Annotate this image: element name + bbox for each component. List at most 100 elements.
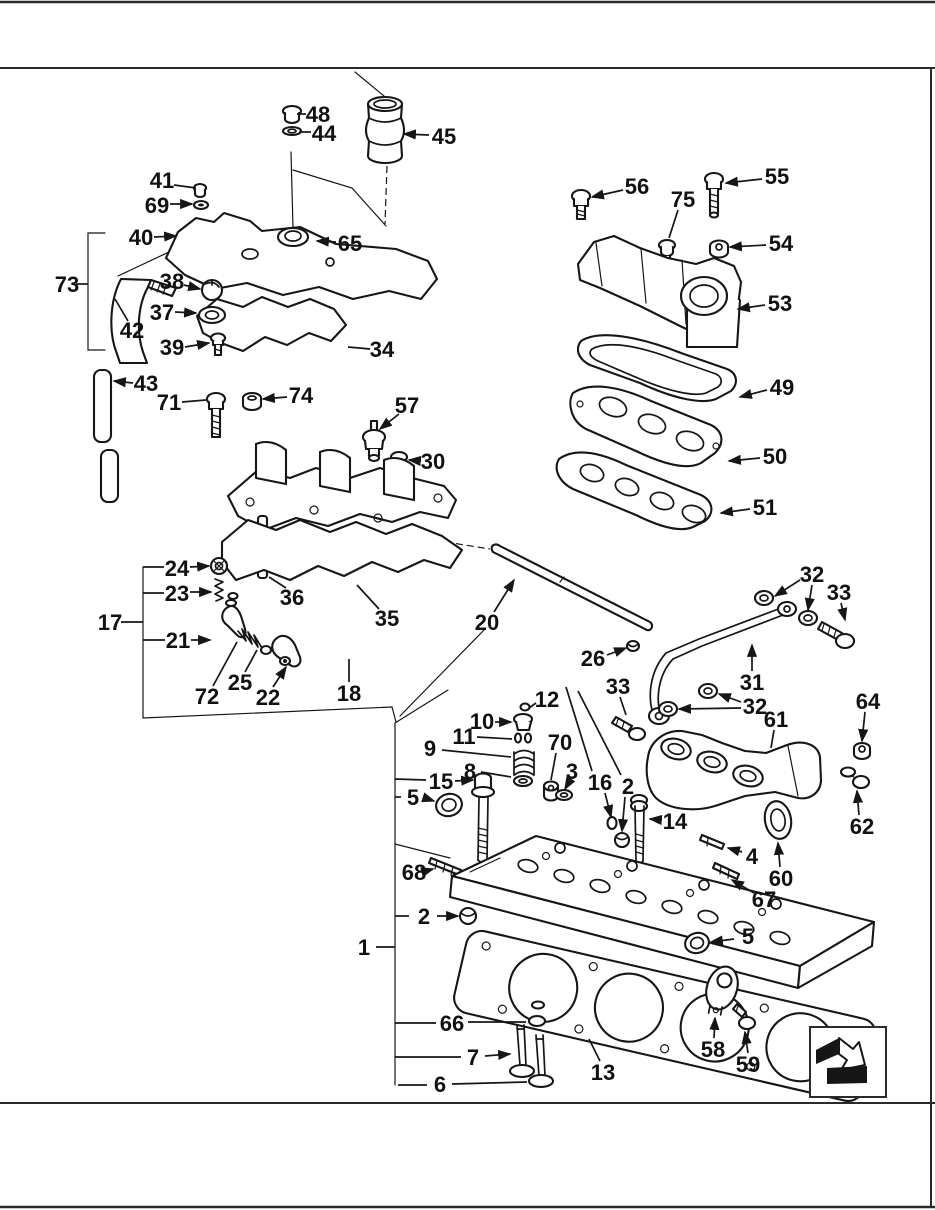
part-3-washer: [554, 788, 574, 802]
part-8-seat: [512, 774, 534, 788]
part-2-plug-upper: [613, 831, 631, 849]
bracket-73: [87, 232, 106, 351]
callout-11: 11: [452, 724, 513, 749]
leader-line: [261, 392, 288, 404]
part-9-spring: [513, 749, 535, 776]
part-48-cap: [281, 104, 303, 125]
part-43-vent-tubes: [92, 368, 120, 504]
callout-30: 30: [407, 449, 445, 474]
callout-1: 1: [358, 935, 395, 960]
callout-number: 5: [407, 785, 419, 810]
parts-drawing: [92, 95, 877, 1103]
part-56-bolt: [570, 188, 592, 221]
callout-48: 48: [297, 102, 330, 127]
leader-line: [480, 771, 512, 778]
callout-number: 35: [375, 606, 399, 631]
leader-line: [648, 814, 663, 826]
callout-number: 66: [440, 1011, 464, 1036]
part-1-cylinder-head: [448, 834, 876, 990]
part-33-banjo-bolt-left: [610, 715, 647, 742]
leader-line: [727, 454, 761, 465]
callout-15: 15: [394, 769, 475, 794]
callout-number: 7: [467, 1045, 479, 1070]
callout-number: 50: [763, 444, 787, 469]
callout-33: 33: [827, 580, 851, 622]
callout-24: 24: [143, 556, 211, 581]
callout-13: 13: [588, 1038, 615, 1085]
callout-17: 17: [98, 610, 143, 635]
callout-number: 3: [566, 759, 578, 784]
leader-line: [378, 413, 400, 431]
callout-number: 74: [289, 383, 314, 408]
callout-number: 70: [548, 730, 572, 755]
callout-number: 4: [746, 844, 759, 869]
part-58-lifting-eye: [705, 965, 739, 1016]
part-39-bolt: [209, 332, 227, 357]
leader-line: [736, 302, 766, 313]
leader-line: [528, 702, 537, 709]
part-54-nut: [708, 239, 730, 259]
callout-number: 23: [165, 581, 189, 606]
callout-56: 56: [590, 174, 649, 200]
part-68-stud: [427, 856, 463, 877]
callout-33: 33: [606, 674, 630, 716]
leader-line: [420, 867, 435, 878]
leader-line: [476, 736, 513, 740]
leader-line: [617, 796, 629, 833]
callout-18: 18: [337, 659, 361, 706]
callout-number: 32: [743, 694, 767, 719]
callout-number: 73: [55, 272, 79, 297]
callout-number: 13: [591, 1060, 615, 1085]
callout-number: 62: [850, 814, 874, 839]
leader-line: [451, 1081, 528, 1085]
callout-22: 22: [256, 665, 287, 710]
leader-line: [719, 506, 751, 517]
leader-line: [347, 346, 371, 350]
leader-line: [724, 176, 763, 187]
callout-number: 71: [157, 390, 181, 415]
leader-line: [726, 846, 743, 857]
leader-line: [441, 749, 512, 758]
callout-2: 2: [395, 904, 460, 929]
callout-35: 35: [356, 584, 399, 631]
callout-44: 44: [299, 121, 337, 146]
callout-68: 68: [402, 860, 435, 885]
callout-number: 38: [160, 269, 184, 294]
part-66-valve-cap: [527, 1000, 547, 1028]
callout-16: 16: [565, 686, 614, 819]
callout-61: 61: [764, 707, 788, 749]
callout-32: 32: [677, 693, 767, 719]
callout-number: 34: [370, 337, 395, 362]
callout-5: 5: [395, 785, 436, 810]
leader-line: [603, 792, 614, 819]
part-41-cap: [192, 182, 208, 199]
callout-number: 15: [429, 769, 453, 794]
leader-line: [606, 647, 628, 657]
callout-10: 10: [470, 709, 513, 734]
part-64-nut: [852, 741, 872, 760]
callout-number: 42: [120, 318, 144, 343]
leader-line: [183, 281, 202, 292]
leader-line: [709, 1016, 720, 1039]
part-26-cap: [625, 639, 641, 653]
callout-60: 60: [769, 841, 793, 891]
callout-number: 57: [395, 393, 419, 418]
callout-number: 22: [256, 685, 280, 710]
leader-line: [565, 686, 593, 772]
callout-69: 69: [145, 193, 194, 218]
leader-line: [550, 752, 557, 781]
part-59-bolt: [731, 1002, 757, 1031]
callout-9: 9: [424, 736, 512, 761]
callout-41: 41: [150, 168, 197, 193]
callout-number: 21: [166, 628, 190, 653]
callout-54: 54: [728, 231, 794, 256]
leader-line: [484, 1049, 512, 1061]
callout-number: 36: [280, 585, 304, 610]
callout-number: 18: [337, 681, 361, 706]
leader-line: [184, 339, 211, 350]
callout-64: 64: [856, 689, 881, 743]
part-10-retainer: [512, 712, 534, 732]
callout-number: 30: [421, 449, 445, 474]
callout-55: 55: [724, 164, 789, 189]
